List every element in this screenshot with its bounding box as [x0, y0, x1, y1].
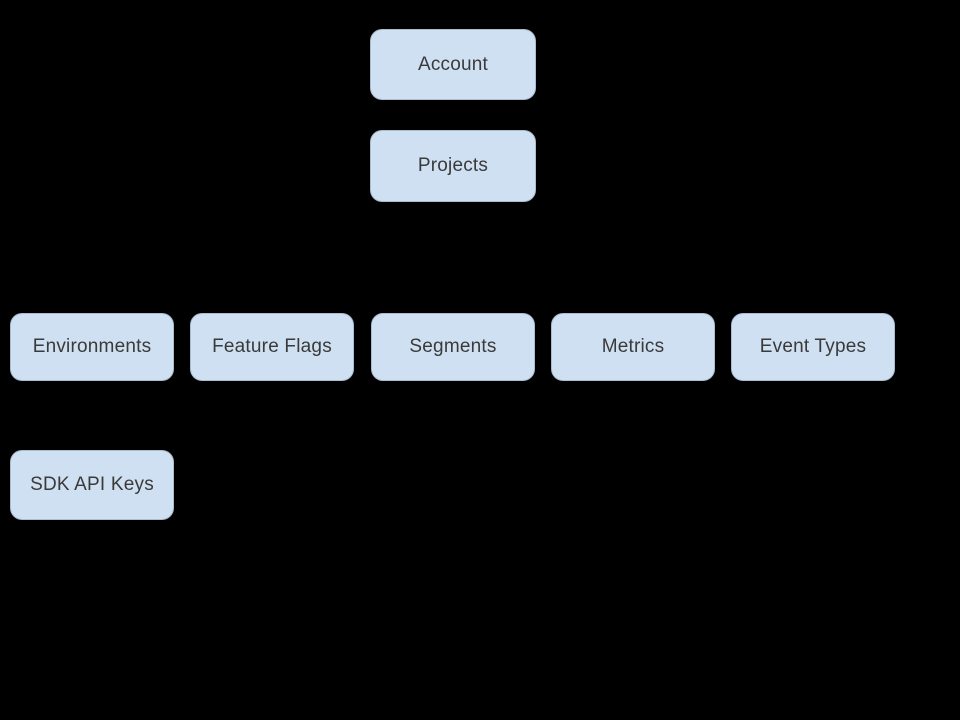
node-sdk-api-keys-label: SDK API Keys	[30, 474, 154, 495]
node-segments-label: Segments	[409, 336, 497, 357]
node-projects: Projects	[370, 130, 536, 202]
node-feature-flags-label: Feature Flags	[212, 336, 332, 357]
node-account: Account	[370, 29, 536, 100]
node-feature-flags: Feature Flags	[190, 313, 354, 381]
node-metrics-label: Metrics	[601, 336, 665, 357]
node-sdk-api-keys: SDK API Keys	[10, 450, 174, 520]
node-projects-label: Projects	[417, 155, 489, 176]
node-event-types-label: Event Types	[759, 336, 867, 357]
node-environments-label: Environments	[32, 336, 152, 357]
node-segments: Segments	[371, 313, 535, 381]
node-account-label: Account	[417, 53, 489, 75]
node-event-types: Event Types	[731, 313, 895, 381]
node-metrics: Metrics	[551, 313, 715, 381]
node-environments: Environments	[10, 313, 174, 381]
